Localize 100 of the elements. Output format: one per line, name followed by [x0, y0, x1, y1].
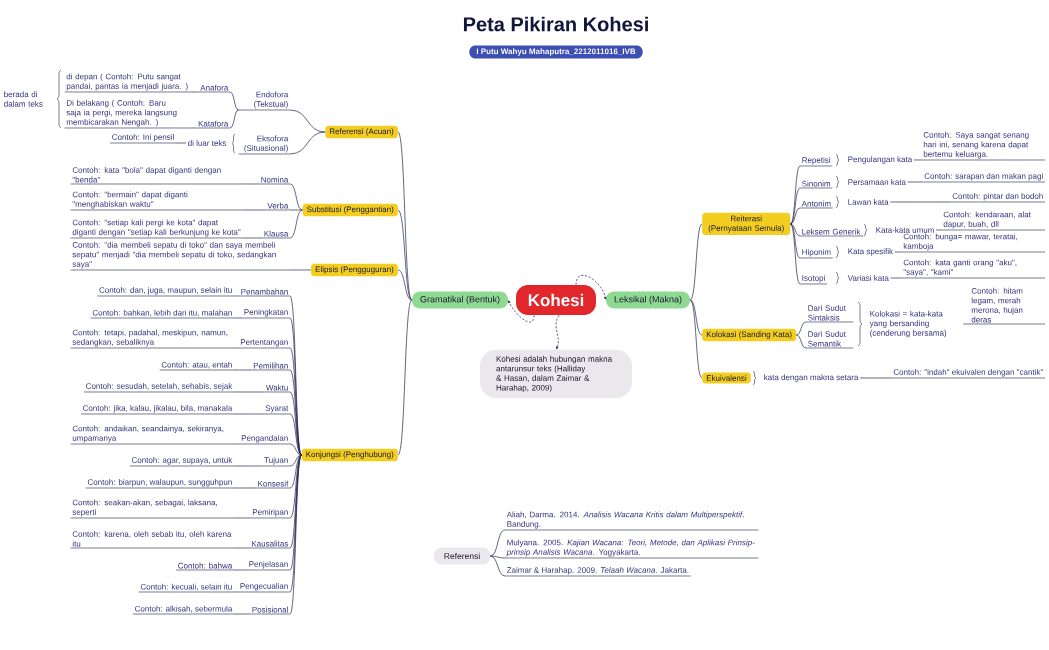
author-badge: I Putu Wahyu Mahaputra_2212011016_IVB	[469, 45, 643, 59]
branch-line	[175, 142, 187, 144]
dashed-arrow	[508, 300, 535, 323]
example-text: Contoh: kecuali, selain itu	[138, 583, 235, 593]
branch-line	[233, 413, 264, 415]
branch-line	[790, 223, 801, 237]
summary-text: Kata spesifik	[848, 248, 894, 256]
note-box: Kohesi adalah hubungan makna antarunsur teks (Halliday & Hasan, dalam Zaimar & Harahap, 2009)	[480, 349, 632, 399]
branch-line	[233, 391, 265, 393]
branch-label: Pertentangan	[238, 339, 291, 349]
branch-line	[689, 299, 703, 379]
branch-line	[289, 109, 326, 133]
branch-label: Penjelasan	[246, 561, 291, 571]
central-topic: Kohesi	[516, 285, 596, 315]
example-text: Contoh: tetapi, padahal, meskipun, namun, sedangkan, sebaliknya	[70, 329, 235, 349]
branch-line	[289, 413, 302, 456]
branch-label: Pengecualian	[237, 583, 291, 593]
subtopic-box: Konjungsi (Penghubung)	[301, 448, 398, 462]
branch-line	[490, 555, 506, 577]
branch-line	[233, 487, 257, 489]
branch-line	[233, 443, 240, 445]
branch-line	[790, 165, 801, 225]
branch-label: Leksem Generik	[799, 228, 864, 237]
branch-line	[490, 555, 506, 559]
branch-line	[963, 323, 970, 325]
branch-line	[233, 465, 263, 467]
branch-line	[289, 209, 303, 239]
branch-label: Syarat	[263, 405, 291, 415]
branch-line	[233, 295, 240, 297]
example-text: Contoh: bahwa	[175, 562, 235, 571]
example-text: di depan ( Contoh: Putu sangat pandai, pantas ia menjadi juara. )	[64, 73, 193, 93]
branch-line	[890, 277, 902, 279]
summary-text: Lawan kata	[848, 199, 889, 205]
example-text: Contoh: atau, entah	[159, 361, 235, 371]
branch-label: Hiponim	[799, 249, 834, 259]
branch-line	[889, 201, 951, 203]
branch-label: Tujuan	[262, 457, 291, 467]
branch-label: Pemilihan	[251, 362, 291, 371]
example-text: Contoh: pintar dan bodoh	[950, 193, 1046, 203]
branch-line	[233, 569, 248, 571]
branch-line	[191, 127, 197, 129]
branch-line	[289, 454, 302, 549]
branch-line	[913, 159, 922, 161]
example-text: Contoh: alkisah, sebermula	[132, 605, 235, 615]
example-text: Contoh: jika, kalau, jikalau, bila, manakala	[80, 405, 235, 415]
branch-line	[233, 347, 239, 349]
subtopic-box: Kolokasi (Sanding Kata)	[702, 328, 797, 342]
branch-label: Waktu	[263, 384, 291, 393]
branch-line	[790, 223, 801, 259]
branch-label: Nomina	[258, 176, 291, 185]
branch-label: Konsesif	[255, 480, 291, 489]
example-text: Contoh: Ini pensil	[109, 134, 177, 144]
branch-label: Dari Sudut Sintaksis	[805, 305, 854, 323]
branch-label: Klausa	[261, 230, 291, 239]
branch-line	[289, 454, 302, 519]
branch-line	[397, 299, 413, 456]
branch-line	[243, 183, 260, 185]
summary-text: Pengulangan kata	[848, 156, 913, 164]
example-text: Contoh: sarapan dan makan pagi	[922, 173, 1046, 183]
example-text: Contoh: seakan-akan, sebagai, laksana, seperti	[70, 499, 235, 519]
branch-line	[289, 269, 312, 271]
branch-label: Dari Sudut Semantik	[805, 331, 854, 349]
branch-line	[289, 454, 302, 467]
branch-line	[289, 454, 302, 489]
branch-line	[689, 223, 703, 301]
branch-label: Penambahan	[238, 288, 291, 297]
summary-text: Kolokasi = kata-kata yang bersanding (cenderung bersama)	[869, 310, 947, 338]
reference-entry: Aliah, Darma. 2014. Analisis Wacana Kritis dalam Multiperspektif. Bandung.	[504, 511, 759, 531]
dashed-arrow	[555, 314, 560, 350]
example-text: Contoh: andaikan, seandainya, sekiranya, umpamanya	[70, 425, 235, 445]
branch-line	[289, 209, 303, 211]
example-text: Contoh: agar, supaya, untuk	[129, 457, 235, 467]
summary-text: Variasi kata	[847, 275, 889, 281]
main-topic: Leksikal (Makna)	[606, 291, 690, 309]
branch-label: Kausalitas	[249, 540, 291, 549]
subtopic-box: Substitusi (Penggantian)	[302, 203, 398, 217]
branch-line	[243, 209, 267, 211]
branch-line	[790, 207, 801, 225]
branch-label: Pengandaian	[239, 435, 291, 445]
summary-text: kata dengan makna setara	[764, 374, 859, 382]
branch-label: Anafora	[198, 84, 231, 93]
branch-line	[289, 369, 302, 456]
example-text: Contoh: dan, juga, maupun, selain itu	[97, 287, 235, 297]
branch-line	[229, 109, 239, 129]
branch-label: Isotopi	[799, 275, 828, 285]
branch-line	[795, 334, 807, 349]
example-text: Contoh: Saya sangat senang hari ini, senang karena dapat bertemu keluarga.	[921, 131, 1046, 161]
branch-line	[790, 187, 801, 225]
example-text: Contoh: "indah" ekuivalen dengan "cantik"	[891, 369, 1046, 379]
branch-line	[191, 91, 199, 93]
branch-line	[907, 181, 923, 183]
title: Peta Pikiran Kohesi	[463, 16, 648, 32]
example-text: Di belakang ( Contoh: Baru saja ia pergi, mereka langsung membicarakan Nengah. )	[64, 99, 193, 129]
example-text: Contoh: kendaraan, alat dapur, buah, dll	[941, 211, 1046, 231]
branch-label: Sinonim	[799, 180, 833, 189]
branch-line	[233, 369, 252, 371]
branch-label: Verba	[265, 202, 291, 211]
branch-label: Repetisi	[799, 157, 833, 167]
example-text: Contoh: karena, oleh sebab itu, oleh karena itu	[70, 531, 235, 549]
branch-label: Eksofora (Situasional)	[238, 135, 291, 155]
